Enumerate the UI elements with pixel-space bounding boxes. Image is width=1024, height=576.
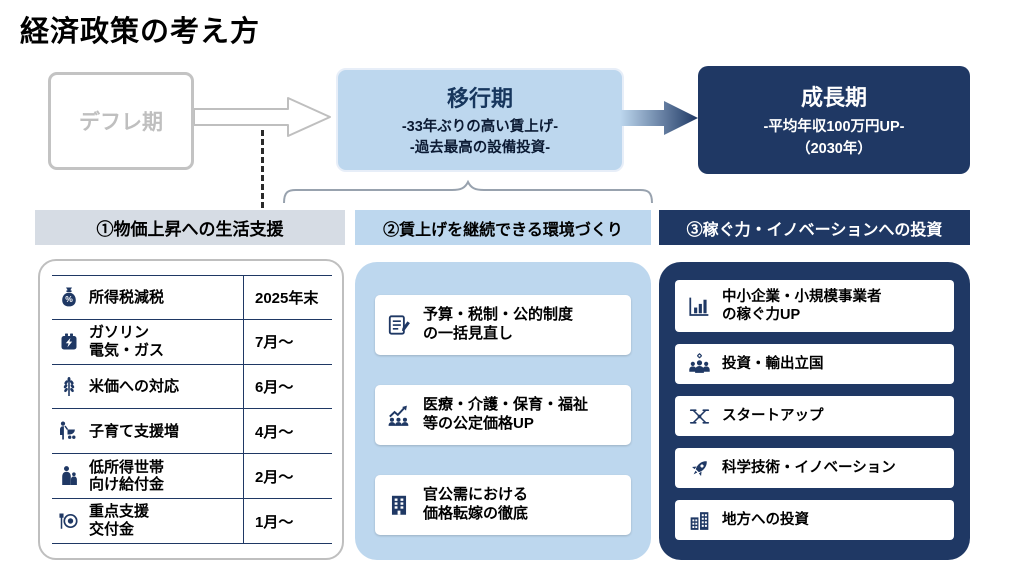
page-title: 経済政策の考え方 — [20, 16, 261, 48]
invest-card: 地方への投資 — [675, 500, 954, 540]
support-panel: % 所得税減税 2025年末 ガソリン 電気・ガス 7月～ — [38, 259, 344, 560]
wage-card-label: 予算・税制・公的制度 の一括見直し — [423, 306, 574, 342]
support-item-date: 6月～ — [255, 379, 294, 397]
section-header-wage-environment: ②賃上げを継続できる環境づくり — [355, 210, 651, 245]
people-group-icon — [685, 352, 713, 377]
invest-card: スタートアップ — [675, 396, 954, 436]
section-header-innovation-investment: ③稼ぐ力・イノベーションへの投資 — [659, 210, 970, 245]
invest-panel: 中小企業・小規模事業者 の稼ぐ力UP 投資・輸出立国 スタートアップ 科学技術・… — [659, 262, 970, 560]
table-row: 低所得世帯 向け給付金 2月～ — [52, 454, 332, 500]
support-item-label: 子育て支援増 — [89, 422, 180, 440]
support-item-date: 7月～ — [255, 334, 294, 352]
growth-line1: -平均年収100万円UP- — [763, 119, 905, 136]
arrow-right-outline-icon — [194, 97, 331, 137]
support-item-label: 低所得世帯 向け給付金 — [89, 458, 165, 494]
support-item-label: 米価への対応 — [89, 377, 180, 395]
growth-title: 成長期 — [800, 85, 867, 111]
support-item-date: 1月～ — [255, 513, 294, 531]
support-item-date: 2月～ — [255, 468, 294, 486]
wage-panel: 予算・税制・公的制度 の一括見直し 医療・介護・保育・福祉 等の公定価格UP 官… — [355, 262, 651, 560]
wage-card: 官公需における 価格転嫁の徹底 — [375, 475, 631, 535]
invest-card-label: 中小企業・小規模事業者 の稼ぐ力UP — [722, 288, 882, 323]
transition-title: 移行期 — [446, 85, 513, 111]
transition-line2: -過去最高の設備投資- — [409, 140, 551, 156]
table-row: ガソリン 電気・ガス 7月～ — [52, 319, 332, 365]
wage-card: 予算・税制・公的制度 の一括見直し — [375, 295, 631, 355]
support-item-date: 4月～ — [255, 423, 294, 441]
checklist-icon — [385, 312, 413, 338]
support-table: % 所得税減税 2025年末 ガソリン 電気・ガス 7月～ — [52, 275, 332, 544]
support-item-label: ガソリン 電気・ガス — [89, 324, 165, 359]
deflation-box: デフレ期 — [48, 72, 194, 170]
support-item-label: 重点支援 交付金 — [89, 503, 150, 539]
growth-line2: （2030年） — [796, 140, 872, 157]
bar-chart-icon — [685, 294, 713, 319]
arrow-right-gradient-icon — [620, 101, 698, 135]
deflation-label: デフレ期 — [79, 111, 163, 134]
invest-card-label: 科学技術・イノベーション — [722, 459, 896, 476]
invest-card: 中小企業・小規模事業者 の稼ぐ力UP — [675, 280, 954, 332]
wage-card-label: 医療・介護・保育・福祉 等の公定価格UP — [423, 396, 589, 432]
household-icon — [56, 464, 82, 488]
meal-icon — [56, 509, 82, 533]
table-row: 米価への対応 6月～ — [52, 364, 332, 410]
support-item-date: 2025年末 — [255, 289, 319, 307]
energy-icon — [56, 330, 82, 354]
transition-line1: -33年ぶりの高い賃上げ- — [401, 118, 559, 135]
section-header-living-support: ①物価上昇への生活支援 — [35, 210, 345, 245]
table-row: % 所得税減税 2025年末 — [52, 275, 332, 320]
invest-card-label: スタートアップ — [722, 407, 824, 424]
invest-card: 科学技術・イノベーション — [675, 448, 954, 488]
money-bag-icon: % — [56, 285, 82, 309]
dashed-connector — [261, 130, 264, 208]
table-row: 子育て支援増 4月～ — [52, 409, 332, 455]
city-icon — [685, 508, 713, 533]
table-row: 重点支援 交付金 1月～ — [52, 499, 332, 544]
brace — [283, 179, 653, 204]
transition-box: 移行期 -33年ぶりの高い賃上げ- -過去最高の設備投資- — [336, 68, 624, 172]
invest-card-label: 地方への投資 — [722, 511, 809, 528]
growth-box: 成長期 -平均年収100万円UP- （2030年） — [698, 66, 970, 174]
invest-card: 投資・輸出立国 — [675, 344, 954, 384]
svg-text:%: % — [65, 294, 73, 304]
rice-icon — [56, 375, 82, 399]
invest-card-label: 投資・輸出立国 — [722, 355, 824, 372]
building-icon — [385, 492, 413, 518]
wage-card: 医療・介護・保育・福祉 等の公定価格UP — [375, 385, 631, 445]
rocket-icon — [685, 456, 713, 481]
support-item-label: 所得税減税 — [89, 288, 165, 306]
childcare-icon — [56, 419, 82, 443]
wage-card-label: 官公需における 価格転嫁の徹底 — [423, 486, 529, 522]
drone-icon — [685, 404, 713, 429]
welfare-chart-icon — [385, 402, 413, 428]
